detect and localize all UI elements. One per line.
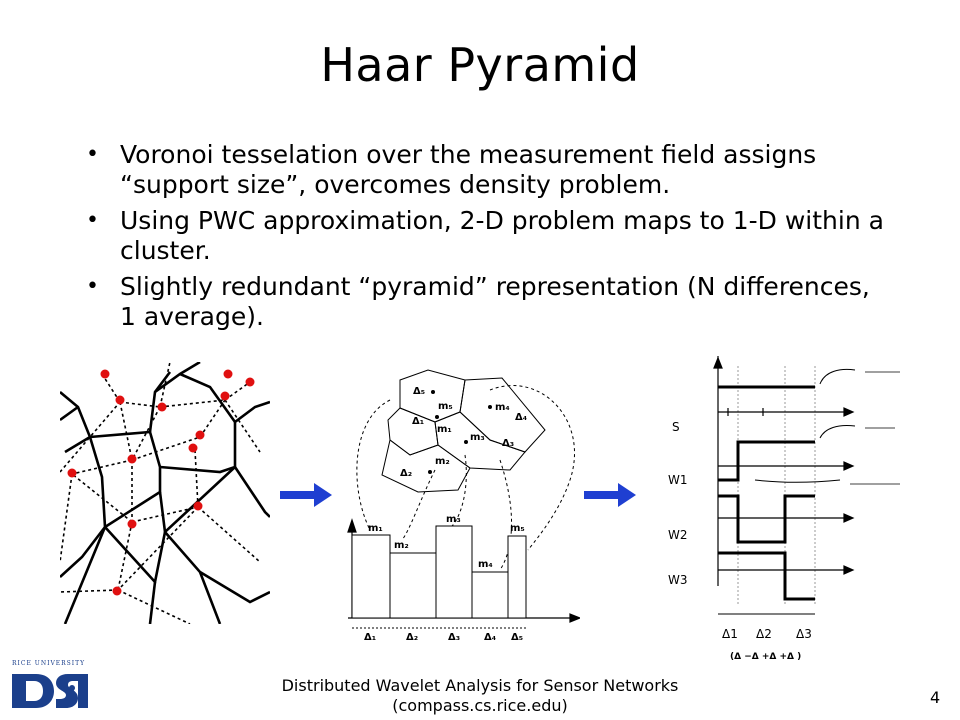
bar-label: m₄ — [478, 559, 493, 570]
cell-label: Δ₅ — [413, 386, 425, 397]
bullet-text: Slightly redundant “pyramid” representat… — [120, 272, 870, 331]
delta-axis-labels: Δ1 Δ2 Δ3 — [722, 627, 812, 641]
cell-label: Δ₄ — [515, 412, 527, 423]
bar-label: m₁ — [368, 523, 383, 534]
row-label: S — [672, 420, 680, 434]
bullet-dot-icon: • — [86, 274, 99, 299]
pointer-arrows — [754, 368, 856, 483]
row-label: W2 — [668, 528, 688, 542]
bullet-item: • Using PWC approximation, 2-D problem ma… — [86, 206, 886, 266]
pwc-diagram: Δ₅ Δ₁ Δ₄ Δ₃ Δ₂ m₅ m₁ m₄ m₃ m₂ m₁ m₂ m₃ m… — [347, 369, 580, 643]
cell-label: Δ₂ — [400, 468, 412, 479]
bullet-item: • Slightly redundant “pyramid” representa… — [86, 272, 886, 332]
bullet-item: • Voronoi tesselation over the measuremen… — [86, 140, 886, 200]
mean-label: m₅ — [438, 401, 453, 412]
right-arrow-icon — [584, 483, 636, 507]
logo-university-text: RICE UNIVERSITY — [12, 660, 86, 667]
row-labels: S W1 W2 W3 — [668, 420, 688, 587]
delta-label: Δ₅ — [511, 632, 523, 643]
page-number: 4 — [930, 688, 941, 707]
right-arrow-icon — [280, 483, 332, 507]
bullet-dot-icon: • — [86, 142, 99, 167]
bar-delta-labels: Δ₁ Δ₂ Δ₃ Δ₄ Δ₅ — [364, 632, 523, 643]
delta-label: Δ2 — [756, 627, 772, 641]
delta-label: Δ₂ — [406, 632, 418, 643]
pwc-bars — [351, 525, 527, 619]
voronoi-edges — [60, 362, 270, 624]
cell-labels: Δ₅ Δ₁ Δ₄ Δ₃ Δ₂ m₅ m₁ m₄ m₃ m₂ — [400, 386, 527, 479]
footer-url: (compass.cs.rice.edu) — [392, 696, 568, 715]
delta-label: Δ₁ — [364, 632, 376, 643]
footer-title: Distributed Wavelet Analysis for Sensor … — [281, 676, 679, 695]
bar-label: m₅ — [510, 523, 525, 534]
mean-label: m₃ — [470, 432, 485, 443]
delta-label: Δ3 — [796, 627, 812, 641]
mean-label: m₂ — [435, 456, 450, 467]
dashed-mapping-arrows — [356, 385, 575, 571]
slide-title: Haar Pyramid — [320, 38, 640, 92]
row-label: W3 — [668, 573, 688, 587]
cell-label: Δ₃ — [502, 438, 514, 449]
bullet-text: Using PWC approximation, 2-D problem map… — [120, 206, 884, 265]
dsp-logo-icon — [12, 674, 88, 708]
delta-formula: (Δ −Δ +Δ +Δ ) — [730, 652, 801, 662]
cell-label: Δ₁ — [412, 416, 424, 427]
delta-label: Δ₃ — [448, 632, 460, 643]
voronoi-diagram — [60, 362, 270, 624]
delta-label: Δ1 — [722, 627, 738, 641]
small-formulas — [850, 371, 900, 485]
footer: Distributed Wavelet Analysis for Sensor … — [260, 676, 700, 716]
row-label: W1 — [668, 473, 688, 487]
bullet-dot-icon: • — [86, 208, 99, 233]
cell-centers — [428, 390, 492, 474]
rice-dsp-logo: RICE UNIVERSITY — [10, 660, 90, 712]
bar-label: m₃ — [446, 514, 461, 525]
mean-label: m₁ — [437, 424, 452, 435]
mean-label: m₄ — [495, 402, 510, 413]
sensor-points — [67, 369, 255, 596]
delta-label: Δ₄ — [484, 632, 496, 643]
bar-label: m₂ — [394, 540, 409, 551]
bar-mean-labels: m₁ m₂ m₃ m₄ m₅ — [368, 514, 525, 570]
cell-polygons — [381, 369, 546, 493]
haar-waveforms: S W1 W2 W3 Δ1 Δ2 Δ3 (Δ −Δ +Δ +Δ ) — [668, 356, 900, 662]
bullet-text: Voronoi tesselation over the measurement… — [120, 140, 817, 199]
waveform-traces — [718, 385, 815, 601]
bullet-list: • Voronoi tesselation over the measuremen… — [86, 140, 886, 338]
